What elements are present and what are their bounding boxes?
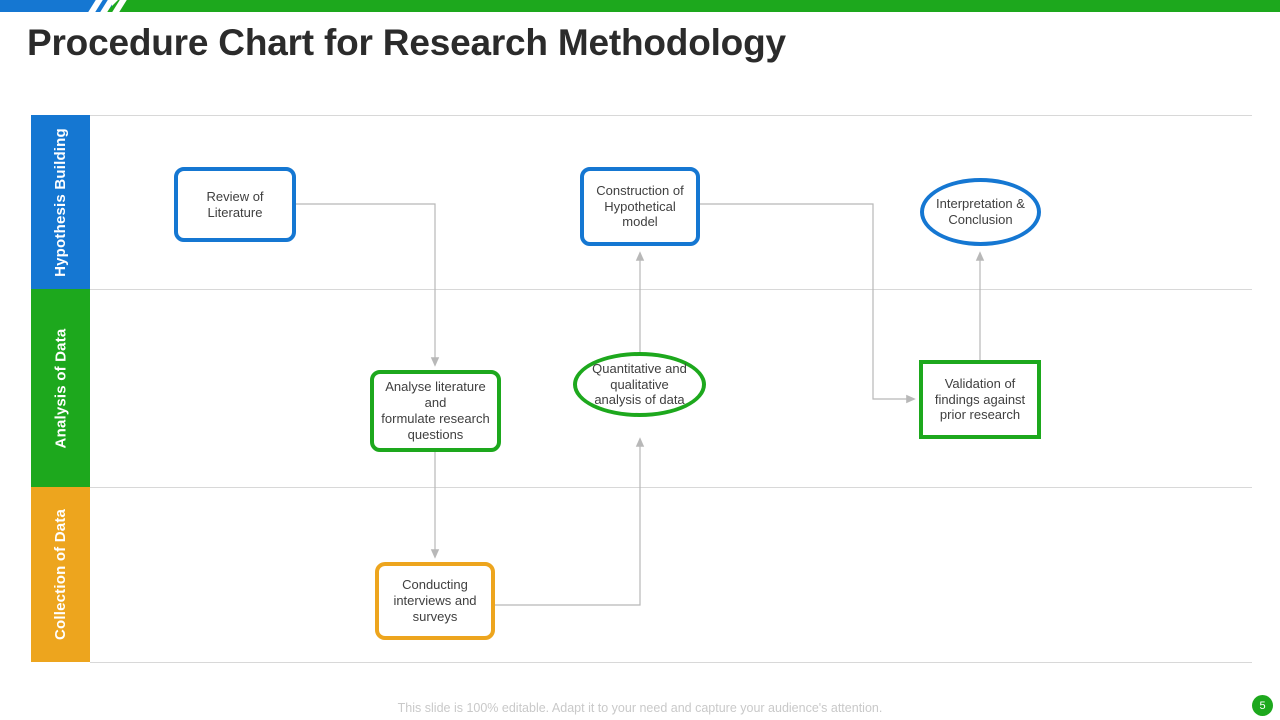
node-review-line-2: Literature: [207, 204, 263, 220]
top-banner: [0, 0, 1280, 12]
node-analyse-line-4: questions: [407, 426, 464, 442]
node-quantitative-line-1: Quantitative and: [592, 360, 687, 376]
node-construction-line-3: model: [622, 214, 658, 230]
lane-label-analysis-of-data: Analysis of Data: [52, 328, 69, 448]
node-interpretation-line-2: Conclusion: [948, 212, 1013, 227]
node-validation-of-findings[interactable]: Validation of findings against prior res…: [919, 360, 1041, 439]
node-review-of-literature[interactable]: Review of Literature: [174, 167, 296, 242]
node-interpretation-and-conclusion[interactable]: Interpretation & Conclusion: [920, 178, 1041, 246]
lane-analysis-of-data: Analysis of Data: [31, 289, 90, 487]
footer-note: This slide is 100% editable. Adapt it to…: [397, 701, 883, 715]
node-analyse-line-3: formulate research: [381, 411, 490, 426]
node-analyse-literature[interactable]: Analyse literature and formulate researc…: [370, 370, 501, 452]
lane-hypothesis-building: Hypothesis Building: [31, 115, 90, 289]
lane-label-collection-of-data: Collection of Data: [52, 508, 70, 641]
node-conducting-line-3: surveys: [412, 608, 458, 624]
lane-divider-top: [90, 115, 1252, 116]
edge-conducting-to-quantitative: [495, 437, 645, 606]
node-conducting-line-1: Conducting: [402, 577, 468, 593]
node-construction-line-1: Construction of: [596, 182, 684, 198]
lane-divider-bottom: [90, 662, 1252, 663]
node-validation-line-1: Validation of: [944, 375, 1016, 391]
page-title: Procedure Chart for Research Methodology: [27, 22, 786, 63]
edge-construction-to-validation: [700, 203, 916, 404]
node-analyse-line-1: Analyse literature: [385, 379, 486, 395]
node-conducting-line-2: interviews and: [393, 593, 477, 609]
node-construction-line-2: Hypothetical: [604, 198, 676, 214]
node-review-line-1: Review of: [206, 188, 264, 204]
page-number-badge: 5: [1252, 695, 1273, 716]
node-quantitative-qualitative-analysis[interactable]: Quantitative and qualitative analysis of…: [573, 352, 706, 417]
lane-divider-middle-2: [90, 487, 1252, 488]
lane-label-hypothesis-building: Hypothesis Building: [52, 127, 69, 277]
lane-collection-of-data: Collection of Data: [31, 487, 90, 662]
banner-blue-segment: [0, 0, 112, 12]
node-quantitative-line-2: qualitative: [610, 376, 669, 392]
node-analyse-line-2: and: [424, 395, 447, 411]
node-interpretation-line-1: Interpretation &: [936, 196, 1025, 212]
node-construction-of-hypothetical-model[interactable]: Construction of Hypothetical model: [580, 167, 700, 246]
banner-green-segment: [106, 0, 1280, 12]
node-validation-line-2: findings against: [934, 391, 1026, 407]
lane-divider-middle-1: [90, 289, 1252, 290]
node-validation-line-3: prior research: [939, 407, 1021, 423]
node-conducting-interviews-and-surveys[interactable]: Conducting interviews and surveys: [375, 562, 495, 640]
edge-review-to-analyse: [296, 203, 440, 367]
node-quantitative-line-3: analysis of data: [594, 392, 685, 408]
